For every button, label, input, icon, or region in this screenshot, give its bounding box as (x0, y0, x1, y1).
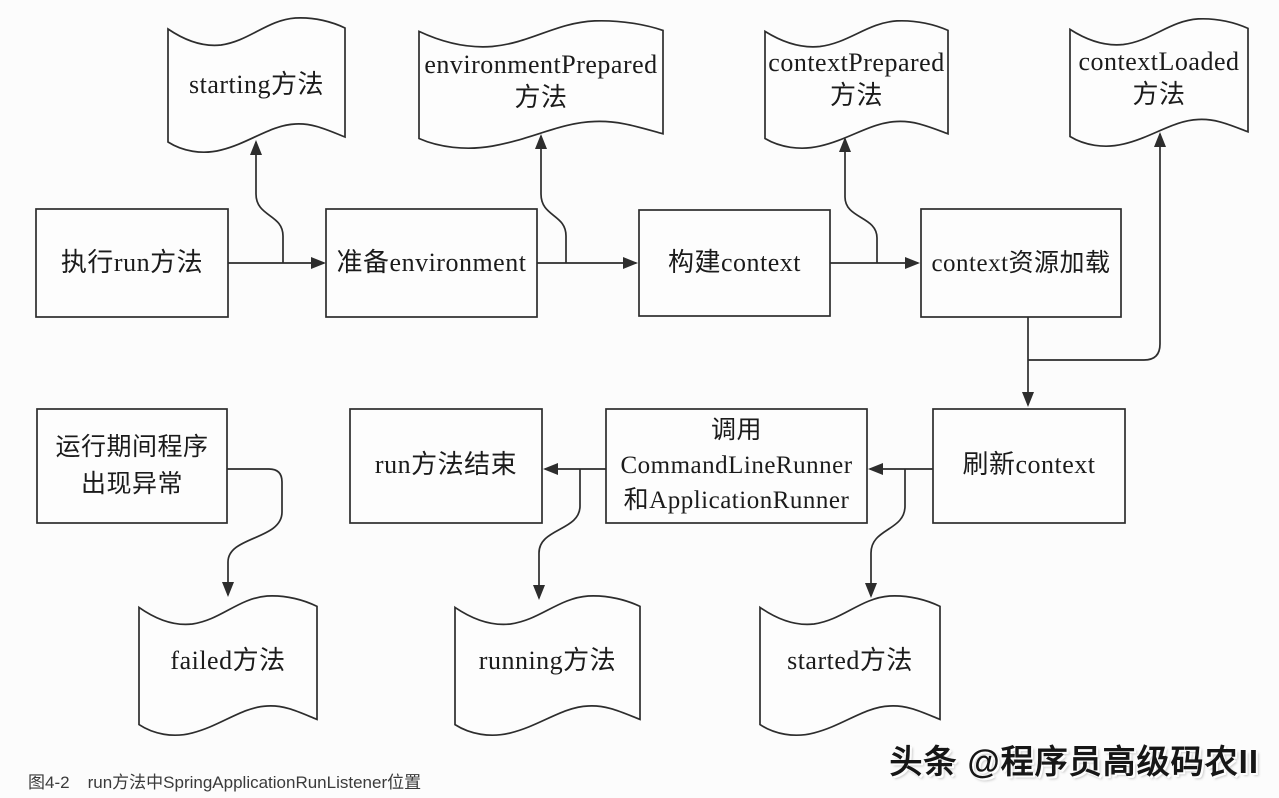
doc-environment-prepared-method-label: environmentPrepared 方法 (424, 50, 658, 112)
arrow-to-environment-prepared-method (535, 134, 567, 263)
doc-context-loaded-method-label: contextLoaded 方法 (1078, 47, 1240, 109)
doc-failed-method-label: failed方法 (170, 646, 286, 675)
doc-context-prepared-method-shape (764, 19, 949, 149)
box-context-load-shape (920, 208, 1122, 318)
box-prepare-environment-shape (325, 208, 538, 318)
box-call-runners-shape (605, 408, 868, 524)
watermark-text: 头条 @程序员高级码农II (889, 743, 1259, 780)
box-refresh-context-shape (932, 408, 1126, 524)
doc-starting-method-label: starting方法 (189, 70, 324, 99)
box-run-method-label: 执行run方法 (60, 248, 204, 277)
arrow-exception-to-failed-method (222, 468, 283, 597)
arrow-to-context-prepared-method (839, 137, 878, 263)
figure-caption: 图4-2 run方法中SpringApplicationRunListener位置 (28, 768, 421, 793)
box-exception-label: 运行期间程序 出现异常 (55, 434, 209, 498)
doc-started-method-label: started方法 (787, 646, 913, 675)
figure-caption-number: 图4-2 (28, 773, 70, 792)
doc-context-loaded-method-shape (1069, 17, 1249, 147)
doc-running-method-shape (454, 595, 641, 736)
box-build-context-label: 构建context (667, 248, 802, 277)
arrow-to-starting-method (250, 140, 284, 263)
doc-running-method-label: running方法 (478, 646, 617, 675)
arrow-to-started-method (865, 469, 906, 598)
box-refresh-context-label: 刷新context (962, 450, 1096, 479)
doc-starting-method-shape (167, 17, 346, 153)
box-prepare-environment-label: 准备environment (336, 248, 527, 277)
box-exception-shape (36, 408, 228, 524)
box-run-end-shape (349, 408, 543, 524)
arrow-to-context-loaded-method (1028, 132, 1166, 361)
figure-caption-title: run方法中SpringApplicationRunListener位置 (87, 773, 422, 792)
box-run-method-shape (35, 208, 229, 318)
doc-context-prepared-method-label: contextPrepared 方法 (768, 48, 945, 110)
doc-environment-prepared-method-shape (418, 19, 664, 149)
doc-failed-method-shape (138, 595, 318, 736)
doc-started-method-shape (759, 595, 941, 736)
box-call-runners-label: 调用 CommandLineRunner 和ApplicationRunner (620, 417, 853, 514)
arrow-to-running-method (533, 469, 581, 600)
box-build-context-shape (638, 209, 831, 317)
box-run-end-label: run方法结束 (374, 450, 518, 479)
box-context-load-label: context资源加载 (931, 250, 1111, 277)
